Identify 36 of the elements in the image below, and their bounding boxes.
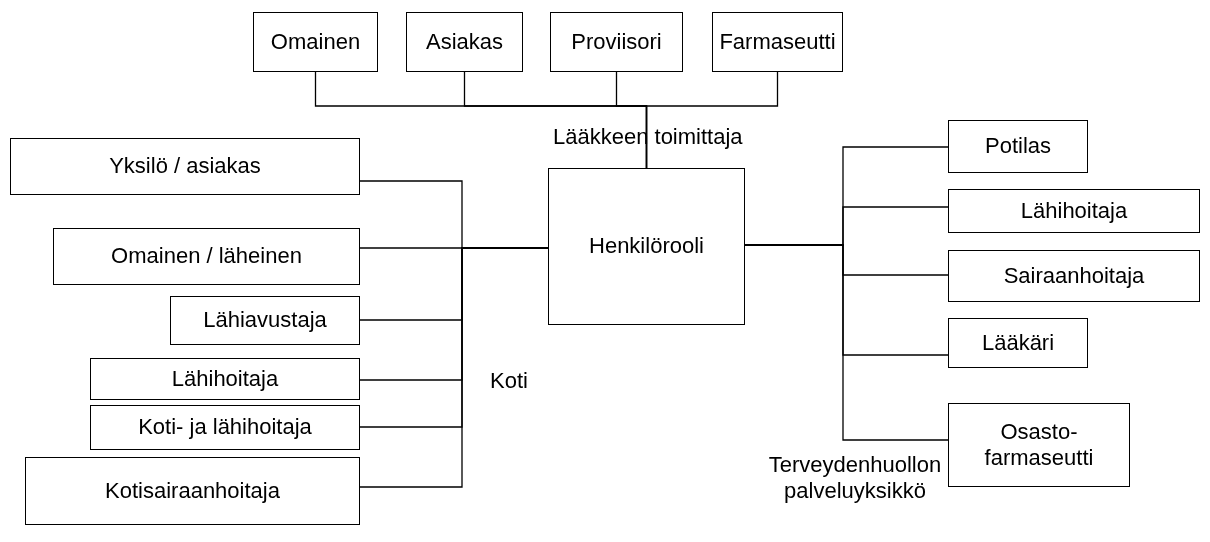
role-box — [948, 189, 1200, 233]
role-name: Proviisori — [571, 28, 662, 56]
role-name: Henkilörooli — [589, 233, 704, 260]
role-box — [406, 12, 523, 72]
role-box — [948, 318, 1088, 368]
role-box — [550, 12, 683, 72]
role-name: Omainen / läheinen — [111, 243, 302, 270]
role-name: Sairaanhoitaja — [1003, 262, 1145, 290]
role-name: Lähihoitaja — [1020, 197, 1128, 225]
role-box — [948, 250, 1200, 302]
role-box — [10, 138, 360, 195]
connector-line — [645, 71, 779, 169]
role-name: Asiakas — [425, 28, 503, 56]
role-box — [948, 403, 1130, 487]
role-name: Osasto-farmaseutti — [983, 418, 1095, 472]
role-name: Yksilö / asiakas — [109, 153, 261, 180]
role-box — [25, 457, 360, 525]
role-box — [948, 120, 1088, 173]
role-name: Kotisairaanhoitaja — [105, 477, 280, 505]
role-box — [90, 405, 360, 450]
role-box — [548, 168, 745, 325]
group-label: Terveydenhuollon palveluyksikkö — [767, 452, 943, 505]
role-name: Lähihoitaja — [171, 365, 279, 393]
role-box — [253, 12, 378, 72]
role-name: Potilas — [984, 133, 1051, 160]
role-name: Koti- ja lähihoitaja — [138, 414, 312, 441]
role-name: Lääkäri — [981, 329, 1055, 357]
role-box — [90, 358, 360, 400]
role-box — [712, 12, 843, 72]
role-name: Lähiavustaja — [203, 307, 327, 334]
role-box — [53, 228, 360, 285]
role-name: Omainen — [270, 28, 361, 56]
group-label: Koti — [490, 368, 528, 395]
role-name: Farmaseutti — [719, 28, 836, 56]
group-label: Lääkkeen toimittaja — [553, 124, 743, 151]
role-box — [170, 296, 360, 345]
